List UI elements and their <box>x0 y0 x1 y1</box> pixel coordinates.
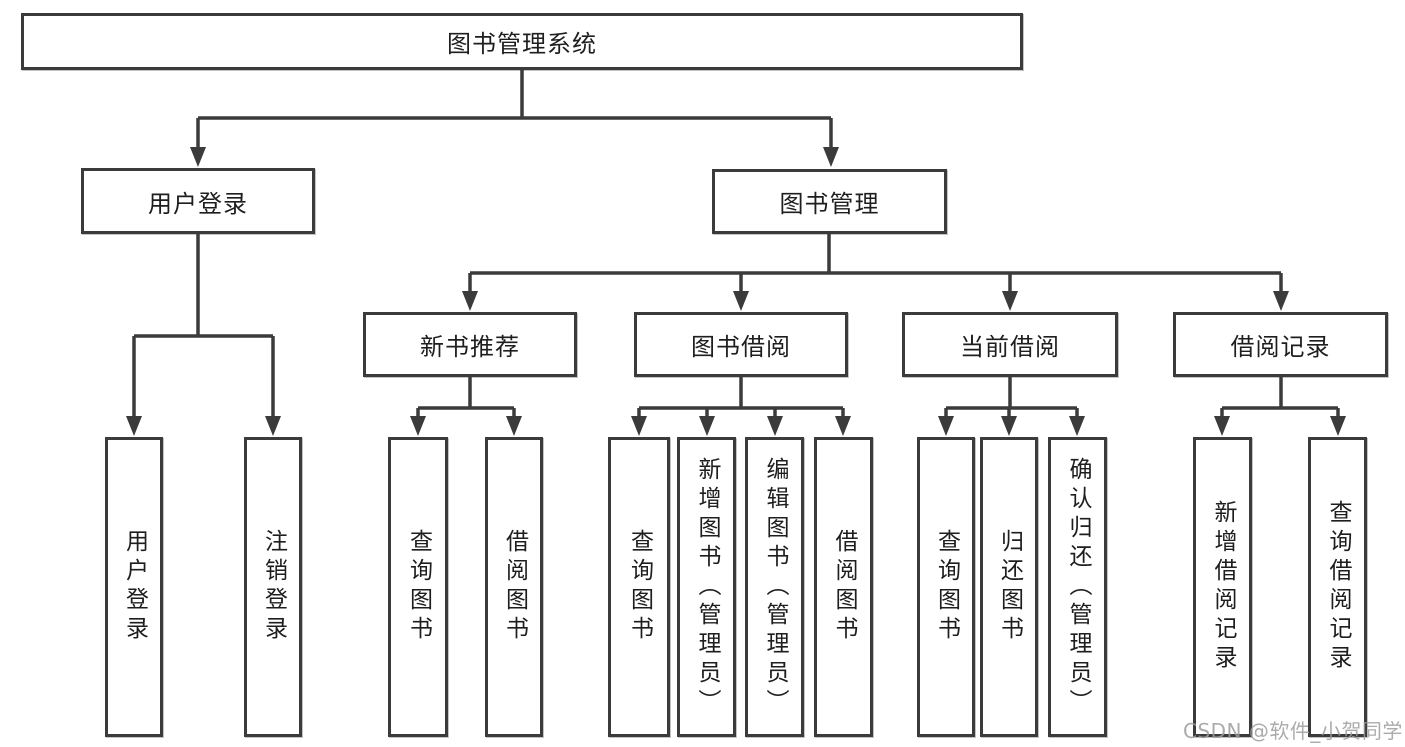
leaf-bb-add-books-admin: 新增图书（管理员） <box>677 437 736 737</box>
leaf-br-add-record: 新增借阅记录 <box>1193 437 1252 737</box>
node-root-label: 图书管理系统 <box>447 30 597 58</box>
leaf-br-add-record-label: 新增借阅记录 <box>1210 500 1236 674</box>
watermark-text: CSDN @软件_小贺同学 <box>1183 719 1403 743</box>
leaf-nbr-query-books-label: 查询图书 <box>405 529 432 645</box>
node-book-borrow-label: 图书借阅 <box>691 333 791 361</box>
leaf-bb-query-books-label: 查询图书 <box>626 529 653 645</box>
leaf-user-login: 用户登录 <box>105 437 163 737</box>
node-borrow-records: 借阅记录 <box>1173 312 1388 377</box>
leaf-nbr-borrow-books-label: 借阅图书 <box>501 529 528 645</box>
node-user-login-label: 用户登录 <box>148 189 248 218</box>
leaf-cb-return-books-label: 归还图书 <box>996 529 1023 645</box>
node-root: 图书管理系统 <box>21 13 1023 70</box>
leaf-bb-borrow-books-label: 借阅图书 <box>831 529 857 645</box>
arrowheads <box>126 147 1346 436</box>
node-current-borrow-label: 当前借阅 <box>960 333 1060 361</box>
node-book-management: 图书管理 <box>712 169 947 234</box>
leaf-bb-edit-books-admin: 编辑图书（管理员） <box>745 437 804 737</box>
leaf-cb-confirm-return-admin: 确认归还（管理员） <box>1048 437 1107 737</box>
leaf-cb-confirm-return-admin-label: 确认归还（管理员） <box>1065 456 1091 718</box>
leaf-cb-query-books: 查询图书 <box>917 437 975 737</box>
node-borrow-records-label: 借阅记录 <box>1230 333 1331 361</box>
node-book-management-label: 图书管理 <box>779 190 880 218</box>
leaf-cb-query-books-label: 查询图书 <box>933 529 960 645</box>
node-new-book-recommend: 新书推荐 <box>363 312 577 377</box>
leaf-logout-label: 注销登录 <box>260 529 287 645</box>
leaf-user-login-label: 用户登录 <box>121 529 148 645</box>
node-user-login: 用户登录 <box>81 168 315 234</box>
node-new-book-recommend-label: 新书推荐 <box>420 333 520 361</box>
node-current-borrow: 当前借阅 <box>902 312 1118 377</box>
node-book-borrow: 图书借阅 <box>634 312 848 377</box>
leaf-br-query-record-label: 查询借阅记录 <box>1325 500 1351 674</box>
leaf-br-query-record: 查询借阅记录 <box>1308 437 1367 737</box>
leaf-bb-edit-books-admin-label: 编辑图书（管理员） <box>762 456 788 718</box>
leaf-cb-return-books: 归还图书 <box>980 437 1038 737</box>
leaf-nbr-borrow-books: 借阅图书 <box>485 437 543 737</box>
leaf-bb-query-books: 查询图书 <box>608 437 670 737</box>
leaf-bb-borrow-books: 借阅图书 <box>814 437 873 737</box>
leaf-nbr-query-books: 查询图书 <box>388 437 448 737</box>
leaf-bb-add-books-admin-label: 新增图书（管理员） <box>694 456 720 718</box>
leaf-logout: 注销登录 <box>244 437 302 737</box>
